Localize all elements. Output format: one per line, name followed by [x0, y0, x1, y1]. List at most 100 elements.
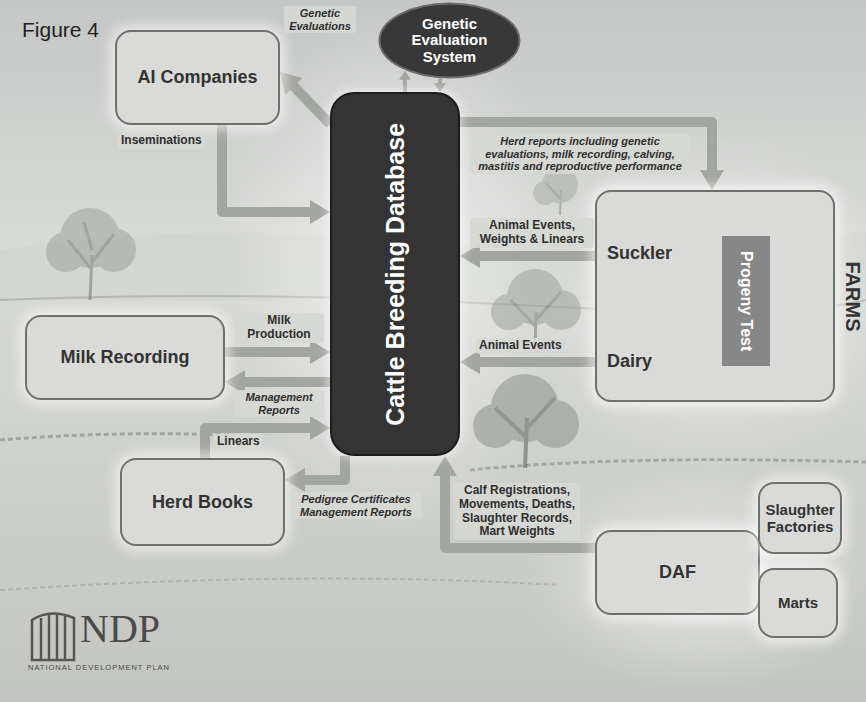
text-holder: Management Reports: [234, 390, 324, 417]
arrow-shaft: [478, 251, 595, 261]
flow-arrow: [434, 79, 446, 92]
ndp-logo-mark: [32, 613, 74, 660]
arrow-shaft: [222, 125, 312, 212]
tree-crown: [531, 400, 579, 448]
arrow-head: [285, 468, 305, 492]
text-holder: NDP: [80, 606, 160, 652]
node-label: Herd Books: [152, 492, 253, 513]
edge-label: Pedigree Certificates Management Reports: [290, 492, 422, 519]
node-label: AI Companies: [137, 67, 257, 88]
tree: [533, 167, 578, 215]
text-holder: Slaughter Factories: [760, 484, 840, 552]
arrow-head: [460, 244, 480, 268]
node-label: Slaughter Factories: [763, 501, 837, 536]
flow-arrow: [285, 456, 345, 492]
text-holder: Pedigree Certificates Management Reports: [290, 492, 422, 519]
text-holder: Herd Books: [122, 460, 283, 544]
haze: [525, 130, 866, 470]
text-holder: NATIONAL DEVELOPMENT PLAN: [28, 664, 170, 673]
text-holder: AI Companies: [117, 32, 278, 123]
node-label: Suckler: [607, 243, 672, 264]
agency-sub-box: Slaughter Factories: [758, 482, 842, 554]
farms-box: FARMSSucklerDairyProgeny Test: [595, 190, 835, 402]
edge-label: Linears: [214, 434, 263, 450]
edge-label: Inseminations: [118, 133, 205, 149]
edge-label: Herd reports including genetic evaluatio…: [470, 134, 690, 174]
text-holder: Cattle Breeding Database: [332, 94, 458, 454]
system-ellipse: Genetic Evaluation System: [378, 2, 521, 79]
tree-branches: [68, 222, 114, 300]
arrow-head: [280, 72, 303, 95]
edge-label: Calf Registrations, Movements, Deaths, S…: [454, 483, 580, 540]
node-label: Marts: [778, 594, 818, 611]
flow-arrow: [225, 340, 330, 364]
tree-branches: [495, 398, 555, 468]
node-label: Genetic Evaluation System: [402, 16, 498, 66]
edge-label: Milk Production: [234, 313, 324, 343]
text-holder: Suckler: [607, 238, 715, 268]
harp-string: [56, 614, 59, 660]
text-holder: Progeny Test: [722, 236, 770, 366]
harp-string: [40, 618, 43, 660]
flow-arrow: [460, 122, 724, 190]
text-holder: Calf Registrations, Movements, Deaths, S…: [454, 483, 580, 540]
text-holder: Milk Production: [234, 313, 324, 343]
harp-string: [48, 615, 51, 660]
text-holder: DAF: [597, 532, 758, 613]
tree-crown: [46, 232, 86, 272]
tree-branches: [546, 183, 561, 215]
source-box: Milk Recording: [25, 315, 225, 400]
text-holder: Animal Events: [476, 338, 565, 354]
edge-label: Animal Events, Weights & Linears: [470, 218, 594, 248]
source-box: Herd Books: [120, 458, 285, 546]
arrow-shaft: [445, 474, 595, 548]
node-label: Progeny Test: [737, 251, 755, 351]
text-holder: Marts: [760, 570, 836, 636]
node-label: Dairy: [607, 351, 652, 372]
arrow-head: [433, 456, 457, 476]
source-box: AI Companies: [115, 30, 280, 125]
text-holder: Herd reports including genetic evaluatio…: [470, 134, 690, 174]
tree-crown: [541, 290, 581, 330]
flow-arrow: [460, 244, 595, 268]
arrow-head: [399, 71, 411, 80]
text-holder: Dairy: [607, 346, 715, 376]
agency-box: DAF: [595, 530, 760, 615]
arrow-shaft: [303, 456, 345, 480]
figure-title: Figure 4: [22, 18, 99, 42]
node-label: DAF: [659, 562, 696, 583]
arrow-shaft: [225, 347, 312, 357]
tree-crown: [533, 181, 557, 205]
node-label: FARMS: [841, 261, 864, 331]
edge-label: Animal Events: [476, 338, 565, 354]
arrow-shaft: [292, 85, 330, 124]
logo-subtitle: NATIONAL DEVELOPMENT PLAN: [28, 664, 170, 673]
text-holder: Figure 4: [22, 18, 99, 42]
arrow-head: [310, 416, 330, 440]
harp-frame: [32, 613, 74, 660]
arrow-head: [310, 340, 330, 364]
arrow-shaft: [205, 428, 312, 458]
progeny-test-box: Progeny Test: [722, 236, 770, 366]
arrow-shaft: [243, 377, 330, 387]
edge-label: Genetic Evaluations: [284, 6, 356, 33]
text-holder: Animal Events, Weights & Linears: [470, 218, 594, 248]
flow-arrow: [205, 416, 330, 458]
database-box: Cattle Breeding Database: [330, 92, 460, 456]
text-holder: Linears: [214, 434, 263, 450]
flow-arrow: [280, 72, 330, 124]
agency-sub-box: Marts: [758, 568, 838, 638]
flow-arrow: [433, 456, 595, 548]
stone-wall: [0, 579, 560, 590]
text-holder: Milk Recording: [27, 317, 223, 398]
node-label: Cattle Breeding Database: [381, 123, 410, 426]
node-label: Milk Recording: [60, 347, 189, 368]
flow-arrow: [222, 125, 330, 224]
text-holder: Genetic Evaluations: [284, 6, 356, 33]
text-holder: Genetic Evaluation System: [378, 2, 521, 79]
arrow-shaft: [478, 357, 595, 367]
arrow-head: [434, 83, 446, 92]
tree: [473, 374, 579, 468]
